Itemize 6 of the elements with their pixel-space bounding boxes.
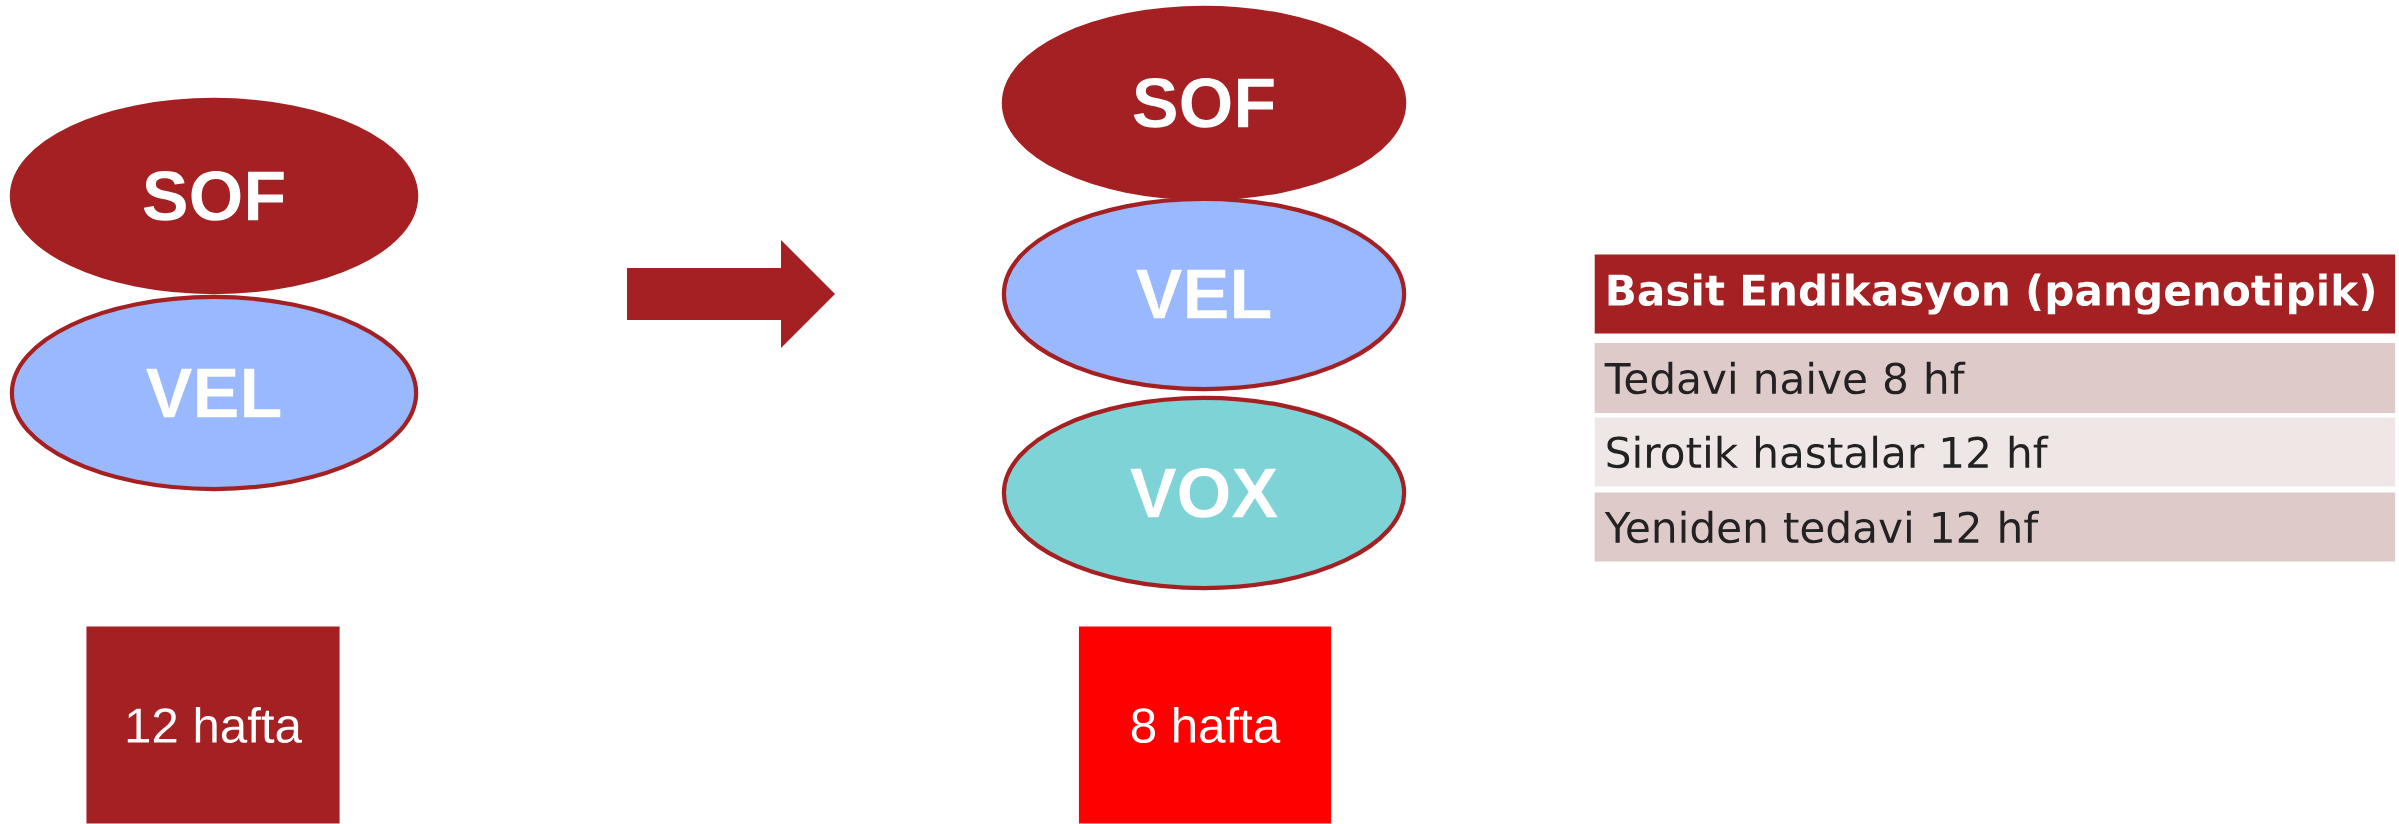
table-cell: Yeniden tedavi 12 hf (1594, 492, 2396, 562)
table-header: Basit Endikasyon (pangenotipik) (1594, 254, 2396, 334)
duration-box: 8 hafta (1078, 626, 1332, 824)
duration-box: 12 hafta (86, 626, 340, 824)
table-cell: Tedavi naive 8 hf (1594, 343, 2396, 413)
table-cell: Sirotik hastalar 12 hf (1594, 417, 2396, 487)
